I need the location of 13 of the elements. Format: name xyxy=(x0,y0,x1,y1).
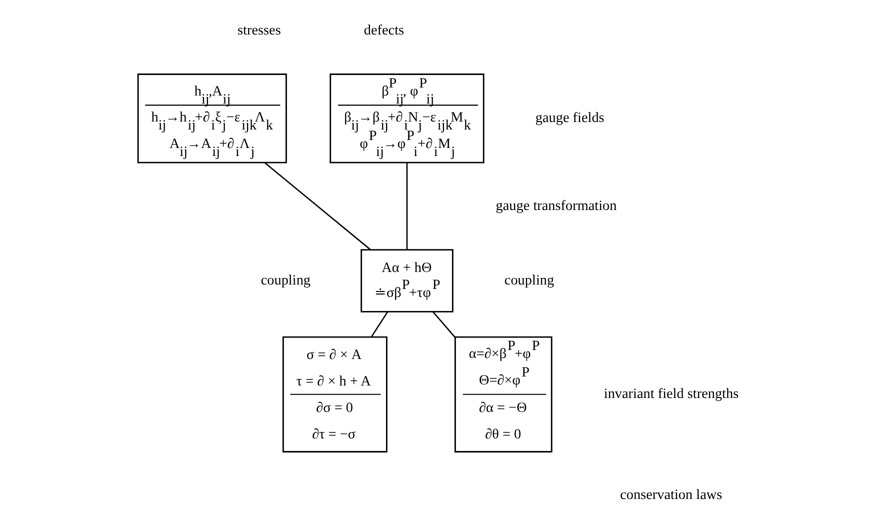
label: gauge transformation xyxy=(496,198,617,214)
label: defects xyxy=(364,22,404,38)
connector xyxy=(406,162,408,250)
connector xyxy=(370,312,388,338)
label: coupling xyxy=(504,272,554,289)
connector xyxy=(432,312,456,338)
label: stresses xyxy=(238,22,281,38)
node-box: σ = ∂ × A τ = ∂ × h + A ∂σ = 0 ∂τ = −σ xyxy=(282,336,388,452)
label: coupling xyxy=(260,272,311,289)
label: invariant field strengths xyxy=(604,386,739,402)
connector xyxy=(264,162,371,250)
label: gauge fields xyxy=(535,110,604,126)
label: conservation laws xyxy=(620,487,722,504)
